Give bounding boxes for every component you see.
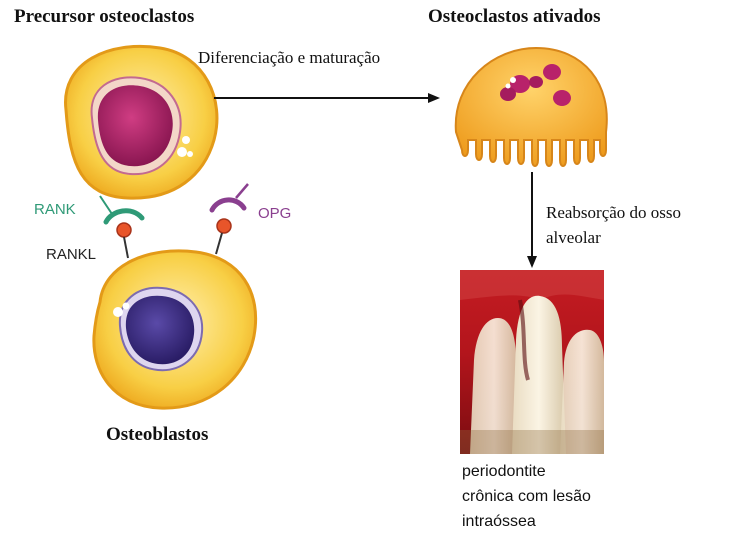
resorption-label-line2: alveolar (546, 228, 601, 248)
caption-line3: intraóssea (462, 513, 536, 531)
activated-title: Osteoclastos ativados (428, 6, 601, 28)
differentiation-label: Diferenciação e maturação (198, 48, 380, 68)
rankl-label: RANKL (46, 246, 96, 263)
resorption-label-line1: Reabsorção do osso (546, 203, 681, 223)
osteoblasts-title: Osteoblastos (106, 424, 208, 446)
caption-line1: periodontite (462, 463, 546, 481)
opg-label: OPG (258, 205, 291, 222)
precursor-osteoclast-cell (66, 46, 217, 198)
precursor-title: Precursor osteoclastos (14, 6, 194, 28)
opg-binding (212, 184, 248, 254)
differentiation-arrow (214, 93, 440, 103)
rank-rankl-binding (100, 196, 142, 258)
rank-label: RANK (34, 201, 76, 218)
resorption-arrow (527, 172, 537, 268)
clinical-photo (460, 270, 604, 454)
activated-osteoclast-cell (456, 48, 607, 166)
caption-line2: crônica com lesão (462, 488, 591, 506)
osteoblast-cell (94, 251, 256, 408)
